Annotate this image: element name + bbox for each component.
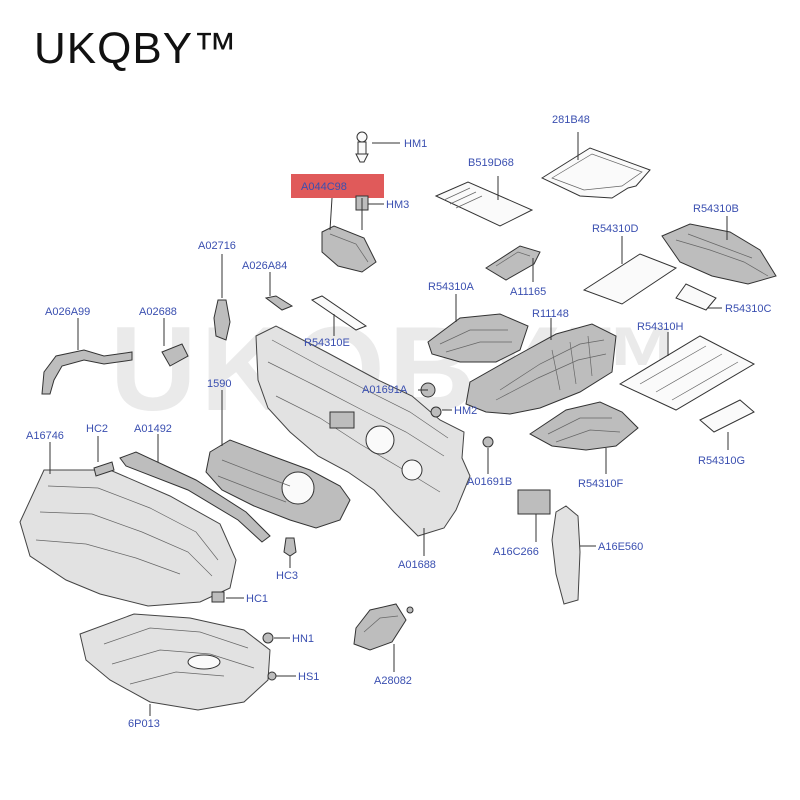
pad-r54310h [618, 335, 756, 411]
clip-hm2 [430, 406, 442, 418]
strip-r54310e [310, 295, 368, 331]
clip-hm1 [355, 131, 369, 163]
label-1590: 1590 [207, 378, 231, 390]
label-281b48: 281B48 [552, 114, 590, 126]
strip-a16e560 [551, 505, 581, 605]
label-a16c266: A16C266 [493, 546, 539, 558]
part-labels: HM1 A044C98 HM3 B519D68 281B48 A02716 A0… [26, 114, 772, 730]
label-hc1: HC1 [246, 593, 268, 605]
clip-a02688 [161, 343, 189, 367]
block-a16c266 [517, 489, 551, 515]
insulator-r11148 [465, 323, 617, 415]
label-r54310e: R54310E [304, 337, 350, 349]
label-r54310d: R54310D [592, 223, 639, 235]
label-r54310a: R54310A [428, 281, 475, 293]
seal-a01492 [119, 451, 271, 543]
label-hm3: HM3 [386, 199, 409, 211]
clip-hc1 [211, 591, 225, 603]
label-r54310b: R54310B [693, 203, 739, 215]
label-a16e560: A16E560 [598, 541, 643, 553]
label-r54310c: R54310C [725, 303, 772, 315]
undertray-6p013 [79, 613, 271, 711]
label-hs1: HS1 [298, 671, 319, 683]
label-hm1: HM1 [404, 138, 427, 150]
label-b519d68: B519D68 [468, 157, 514, 169]
label-hm2: HM2 [454, 405, 477, 417]
label-a044c98: A044C98 [301, 181, 347, 193]
dash-panel-a01688 [255, 325, 471, 537]
label-a01691a: A01691A [362, 384, 408, 396]
cover-a28082 [353, 603, 414, 651]
clip-a02716 [213, 299, 231, 341]
pad-r54310a [427, 313, 529, 363]
bracket-a026a99 [41, 349, 133, 395]
label-6p013: 6P013 [128, 718, 160, 730]
label-r11148: R11148 [532, 308, 569, 320]
label-a02716: A02716 [198, 240, 236, 252]
highlight-box [291, 174, 384, 198]
label-r54310g: R54310G [698, 455, 745, 467]
label-a026a84: A026A84 [242, 260, 287, 272]
pad-r54310c [675, 283, 717, 311]
clip-hc2 [93, 461, 115, 477]
label-r54310h: R54310H [637, 321, 684, 333]
crossbrace-1590 [205, 439, 351, 529]
label-a01688: A01688 [398, 559, 436, 571]
clip-hc3 [283, 537, 297, 557]
nut-hn1 [262, 632, 274, 644]
label-hc2: HC2 [86, 423, 108, 435]
bracket-a11165 [485, 245, 541, 281]
label-a16746: A16746 [26, 430, 64, 442]
label-a026a99: A026A99 [45, 306, 90, 318]
bracket-a044c98 [321, 225, 377, 273]
pad-r54310f [529, 401, 639, 451]
pad-r54310b [661, 223, 777, 285]
pad-r54310g [699, 399, 755, 433]
clip-a026a84 [264, 295, 294, 311]
label-hc3: HC3 [276, 570, 298, 582]
grommet-a01691b [482, 436, 494, 448]
pad-r54310d [582, 253, 678, 305]
brand-logo: UKQBY™ [34, 24, 239, 73]
label-a01691b: A01691B [467, 476, 512, 488]
label-a01492: A01492 [134, 423, 172, 435]
leader-lines [49, 132, 729, 716]
label-r54310f: R54310F [578, 478, 624, 490]
label-a11165: A11165 [510, 286, 546, 298]
label-hn1: HN1 [292, 633, 314, 645]
label-a02688: A02688 [139, 306, 177, 318]
screw-hs1 [267, 671, 277, 681]
label-a28082: A28082 [374, 675, 412, 687]
